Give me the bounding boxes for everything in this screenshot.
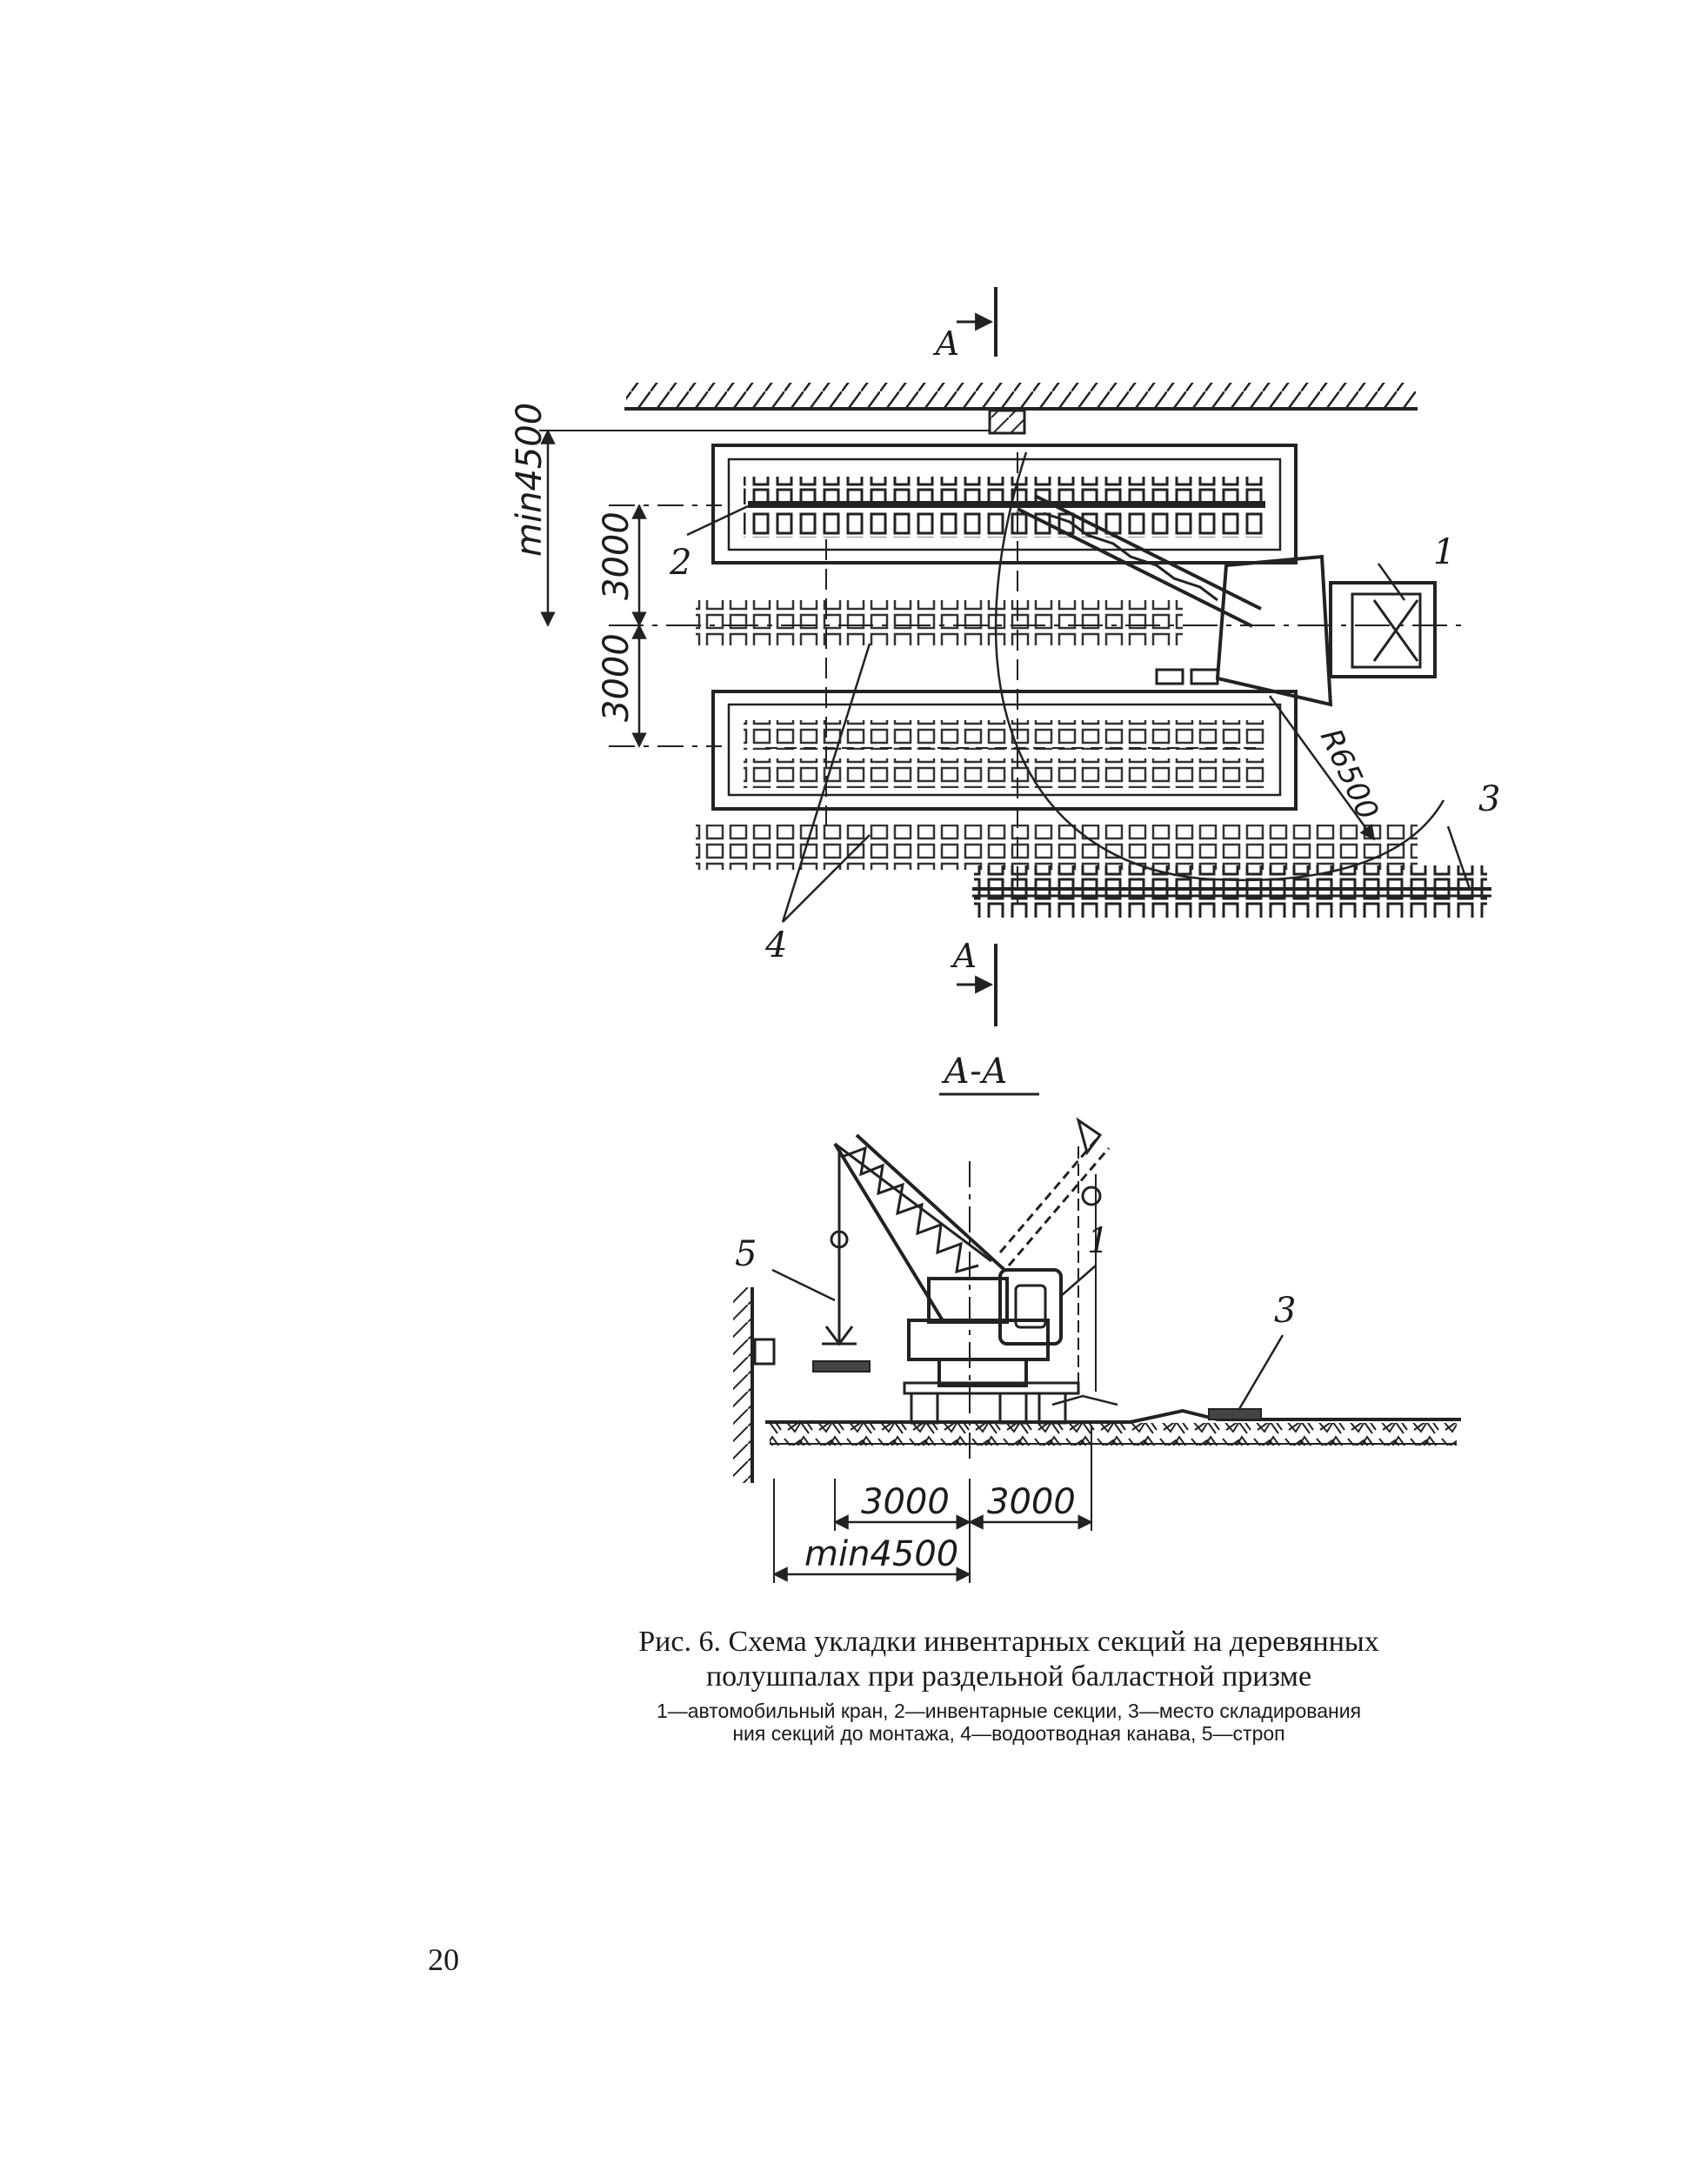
ditch-row-upper: [696, 600, 1183, 645]
section-title: А-А: [941, 1052, 1008, 1092]
caption-line-1: Рис. 6. Схема укладки инвентарных секций…: [638, 1626, 1379, 1658]
radius-label: R6500: [1313, 724, 1385, 825]
figure-legend: 1—автомобильный кран, 2—инвентарные секц…: [522, 1700, 1496, 1745]
wall-hatch: [626, 383, 1416, 409]
plan-view: А А: [510, 287, 1500, 1026]
section-letter: А: [950, 937, 977, 975]
wall-block: [988, 409, 1026, 435]
figure-caption: Рис. 6. Схема укладки инвентарных секций…: [522, 1625, 1496, 1694]
dim-3000-lower: 3000: [597, 633, 637, 722]
legend-line-2: ния секций до монтажа, 4—водоотводная ка…: [732, 1722, 1285, 1745]
section-marker-top: А: [932, 287, 997, 363]
ditch-row-lower: [696, 825, 1052, 870]
crane-plan: [1017, 494, 1437, 707]
reach-arc: [994, 451, 1445, 882]
callout-4: 4: [764, 925, 787, 965]
callout-1: 1: [1433, 532, 1455, 572]
section-callout-3: 3: [1274, 1291, 1296, 1331]
caption-line-2: полушпалах при раздельной балластной при…: [705, 1660, 1312, 1693]
section-view: А-А: [733, 1052, 1461, 1583]
section-callout-5: 5: [735, 1234, 757, 1274]
crane-section: [812, 1117, 1284, 1461]
section-dim-3000-right: 3000: [987, 1482, 1076, 1522]
storage-track: [972, 865, 1491, 918]
inventory-section-upper: [711, 444, 1298, 564]
page-number: 20: [428, 1942, 459, 1977]
section-dim-min: min4500: [804, 1534, 958, 1574]
section-dim-3000-left: 3000: [861, 1482, 950, 1522]
dim-3000-upper: 3000: [597, 511, 637, 600]
section-marker-bottom: А: [950, 937, 997, 1026]
callout-3: 3: [1478, 779, 1500, 819]
dim-min-label: min4500: [510, 403, 550, 557]
section-letter: А: [932, 324, 960, 363]
section-callout-1: 1: [1087, 1221, 1109, 1261]
callout-2: 2: [669, 543, 691, 583]
legend-line-1: 1—автомобильный кран, 2—инвентарные секц…: [656, 1700, 1362, 1722]
